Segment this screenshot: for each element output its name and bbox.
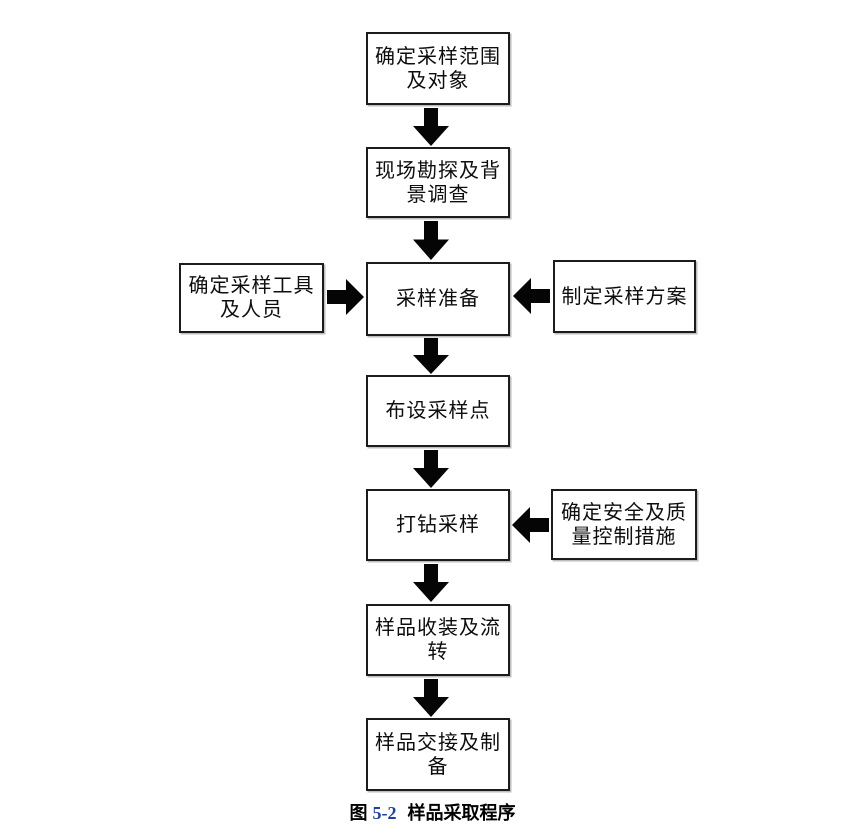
figure-caption-number: 5-2 xyxy=(372,803,397,823)
flow-node-label: 确定采样工具 及人员 xyxy=(188,275,315,321)
arrow-left-icon xyxy=(513,278,550,314)
flow-node-label: 制定采样方案 xyxy=(561,285,688,308)
flow-node-label: 现场勘探及背 景调查 xyxy=(375,159,501,206)
flow-node-sample-handover-preparation: 样品交接及制 备 xyxy=(366,718,510,791)
flow-node-determine-sampling-scope: 确定采样范围 及对象 xyxy=(366,32,510,105)
arrow-down-icon xyxy=(413,221,449,260)
flow-node-label: 布设采样点 xyxy=(385,400,491,422)
flow-node-label: 打钻采样 xyxy=(396,514,480,536)
figure-caption-title: 样品采取程序 xyxy=(407,803,516,823)
arrow-down-icon xyxy=(413,108,449,146)
arrow-down-icon xyxy=(413,338,449,374)
flow-node-label: 采样准备 xyxy=(396,288,480,310)
flow-node-site-exploration-background-survey: 现场勘探及背 景调查 xyxy=(366,147,510,218)
flow-node-label: 确定安全及质 量控制措施 xyxy=(561,501,687,548)
flow-node-sampling-preparation: 采样准备 xyxy=(366,262,510,336)
flow-node-make-sampling-plan: 制定采样方案 xyxy=(553,260,696,333)
arrow-down-icon xyxy=(413,679,449,717)
flow-node-determine-tools-personnel: 确定采样工具 及人员 xyxy=(179,263,324,333)
flow-node-layout-sampling-points: 布设采样点 xyxy=(366,375,510,447)
arrow-down-icon xyxy=(413,564,449,602)
flow-node-safety-quality-control-measures: 确定安全及质 量控制措施 xyxy=(551,489,697,560)
flow-node-label: 样品收装及流 转 xyxy=(375,617,501,663)
flow-node-label: 样品交接及制 备 xyxy=(375,731,501,778)
flow-node-drilling-sampling: 打钻采样 xyxy=(366,489,510,561)
arrow-down-icon xyxy=(413,450,449,488)
arrow-left-icon xyxy=(512,507,549,543)
flow-node-sample-packing-transfer: 样品收装及流 转 xyxy=(366,604,510,676)
figure-caption-label: 图 xyxy=(349,803,368,823)
flow-node-label: 确定采样范围 及对象 xyxy=(375,45,501,92)
arrow-right-icon xyxy=(327,279,364,315)
